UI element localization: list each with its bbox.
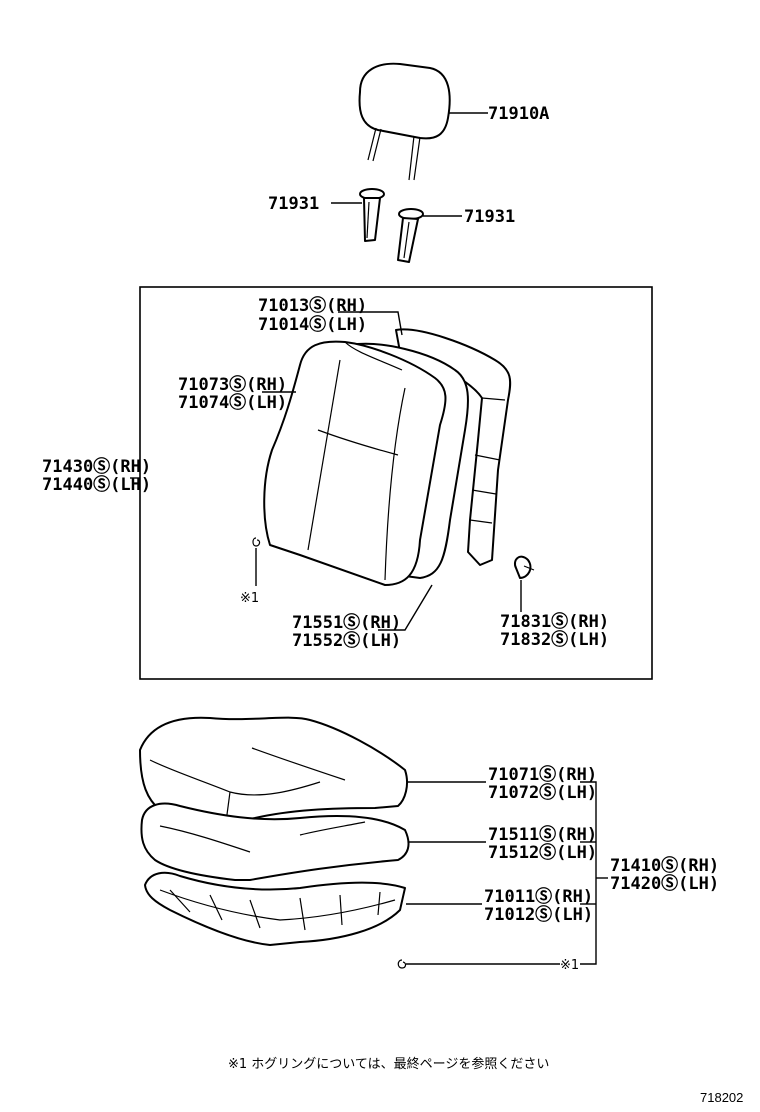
seat-cushion-pad[interactable]: [140, 802, 410, 881]
label-71832: 71832Ⓢ(LH): [500, 629, 609, 650]
label-71072: 71072Ⓢ(LH): [488, 782, 597, 803]
seat-cushion-frame[interactable]: [144, 871, 406, 946]
figure-code: 718202: [700, 1090, 743, 1105]
label-71073: 71073Ⓢ(RH): [178, 374, 287, 395]
ref-mark-back: ※1: [240, 591, 259, 606]
hog-ring-cushion[interactable]: [397, 959, 407, 969]
label-71440: 71440Ⓢ(LH): [42, 474, 151, 495]
label-71410: 71410Ⓢ(RH): [610, 855, 719, 876]
label-71831: 71831Ⓢ(RH): [500, 611, 609, 632]
label-71551: 71551Ⓢ(RH): [292, 612, 401, 633]
headrest-part[interactable]: [358, 62, 451, 181]
headrest-support-right[interactable]: [397, 208, 424, 263]
footnote: ※1 ホグリングについては、最終ページを参照ください: [228, 1056, 549, 1072]
label-71074: 71074Ⓢ(LH): [178, 392, 287, 413]
label-71512: 71512Ⓢ(LH): [488, 842, 597, 863]
label-71931-right: 71931: [464, 207, 515, 227]
label-71931-left: 71931: [268, 194, 319, 214]
seat-back-clip[interactable]: [514, 555, 535, 579]
label-71420: 71420Ⓢ(LH): [610, 873, 719, 894]
label-71511: 71511Ⓢ(RH): [488, 824, 597, 845]
label-71910A: 71910A: [488, 104, 549, 124]
label-71014: 71014Ⓢ(LH): [258, 314, 367, 335]
headrest-support-left[interactable]: [359, 188, 385, 242]
label-71011: 71011Ⓢ(RH): [484, 886, 593, 907]
hog-ring-back[interactable]: [252, 537, 261, 547]
label-71013: 71013Ⓢ(RH): [258, 295, 367, 316]
label-71071: 71071Ⓢ(RH): [488, 764, 597, 785]
label-71012: 71012Ⓢ(LH): [484, 904, 593, 925]
label-71552: 71552Ⓢ(LH): [292, 630, 401, 651]
seat-cushion-cover[interactable]: [139, 716, 408, 825]
label-71430: 71430Ⓢ(RH): [42, 456, 151, 477]
seat-back-group-box: [139, 286, 653, 680]
ref-mark-cushion: ※1: [560, 958, 579, 973]
seat-back-cover[interactable]: [263, 340, 447, 586]
